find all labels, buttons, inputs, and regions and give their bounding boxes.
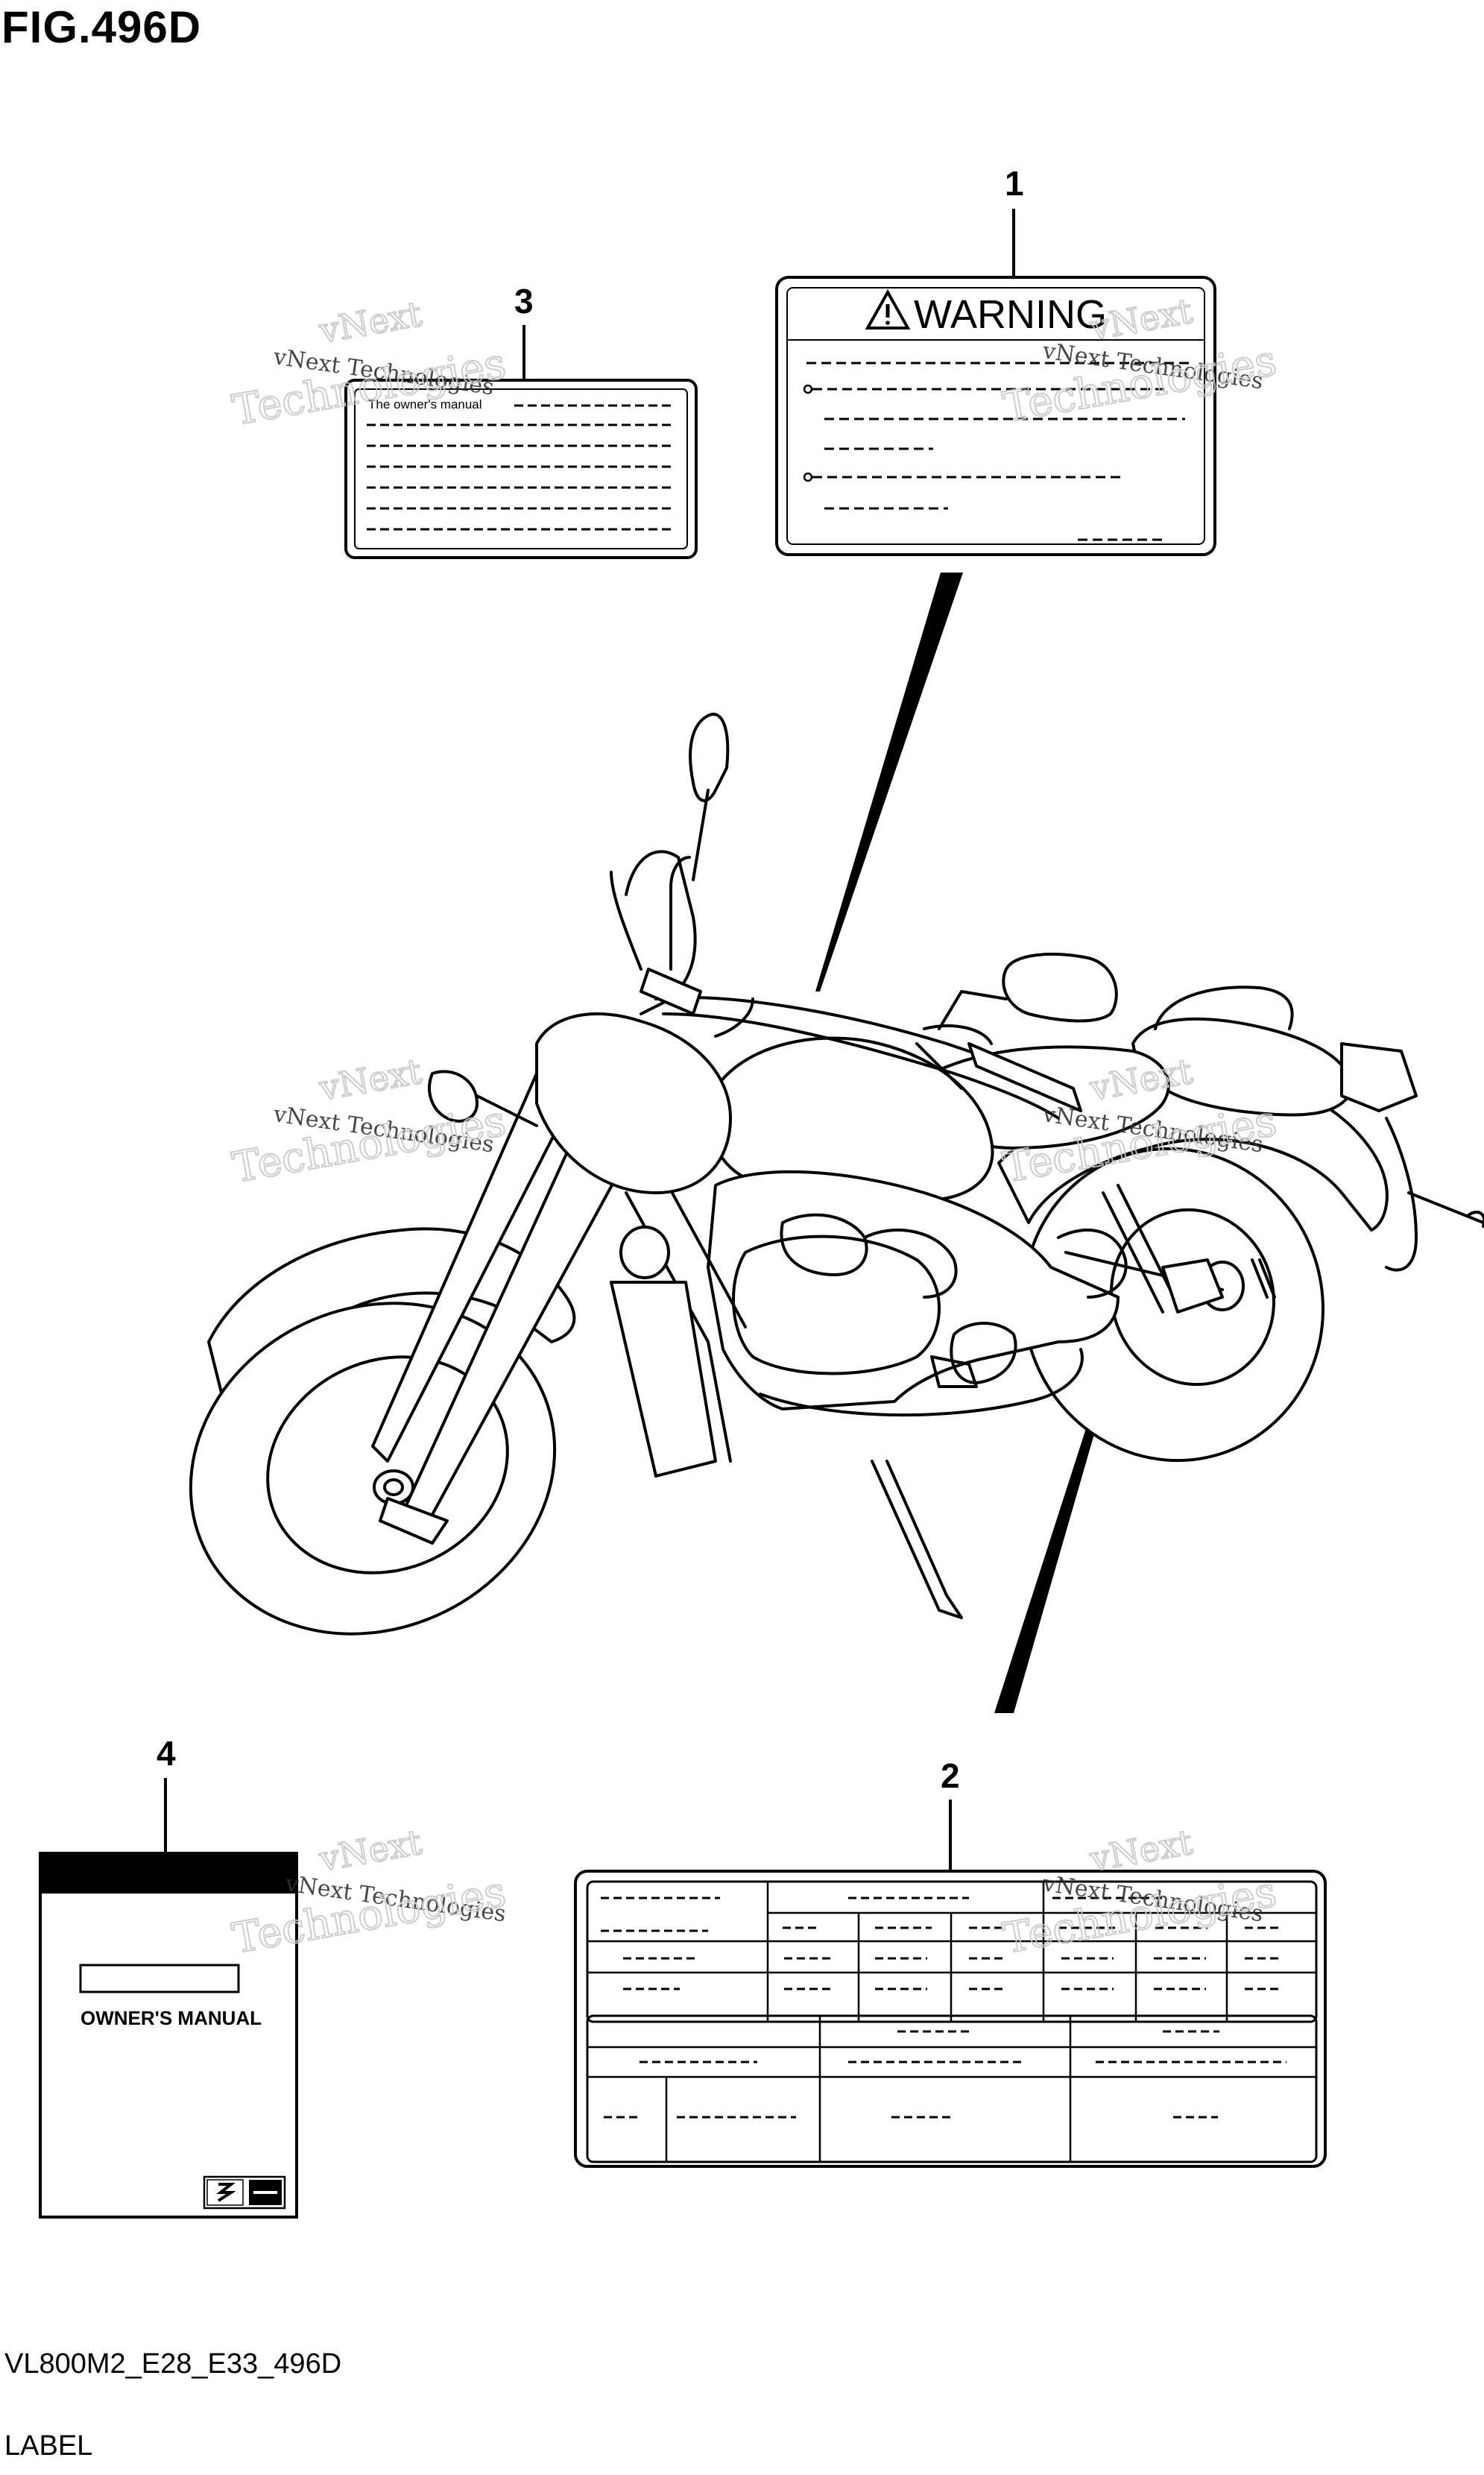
callout-number: 3 [514, 282, 534, 321]
warning-label[interactable]: WARNING [775, 276, 1216, 556]
crankcase-cover [950, 1322, 1017, 1384]
owners-manual-book[interactable]: OWNER'S MANUAL [39, 1852, 298, 2219]
engine-cover [732, 1235, 941, 1375]
information-table-label[interactable] [574, 1870, 1327, 2168]
callout-4[interactable]: 4 [157, 1734, 176, 1853]
brake-pedal [930, 1355, 978, 1388]
svg-text:Technologies: Technologies [229, 1097, 509, 1192]
manual-title-box [79, 1964, 240, 1993]
bullet [803, 384, 813, 394]
warning-text-placeholder [806, 362, 1194, 541]
pointer-label-1 [815, 573, 963, 991]
notice-text: The owner's manual [368, 397, 482, 412]
handlebar-lower [662, 1012, 1060, 1120]
callout-1[interactable]: 1 [1005, 164, 1024, 282]
grip-left [640, 968, 702, 1015]
chain-adjuster [1251, 1258, 1276, 1299]
rear-hub [1110, 1208, 1275, 1387]
cylinder [863, 1229, 958, 1299]
figure-name: LABEL [4, 2430, 93, 2462]
exhaust-pipe [759, 1348, 1084, 1417]
manual-cover-band [40, 1853, 297, 1894]
cable [610, 871, 642, 971]
mirror-stem-right [938, 990, 1008, 1030]
tail-light [1340, 1042, 1418, 1112]
figure-title: FIG.496D [1, 2, 202, 52]
grip-right [967, 1042, 1082, 1112]
kickstand [871, 1460, 963, 1619]
mirror-right [1002, 953, 1118, 1023]
front-rim [266, 1355, 509, 1574]
cylinder-head [780, 1213, 868, 1276]
pointer-label-2 [994, 1357, 1117, 1713]
pillion-pad [1154, 986, 1294, 1030]
table-text-placeholder [601, 1897, 1286, 2119]
bullet [803, 472, 813, 482]
headlight-housing [535, 1012, 732, 1194]
callout-number: 1 [1005, 164, 1024, 203]
motorcycle-illustration [189, 713, 1484, 1636]
warning-heading: WARNING [914, 292, 1107, 337]
turn-signal-stalk [476, 1094, 538, 1127]
callout-number: 4 [157, 1734, 176, 1773]
callout-2[interactable]: 2 [941, 1756, 960, 1871]
rear-turn-signal [1407, 1191, 1484, 1228]
turn-signal-front-left [428, 1070, 479, 1123]
svg-text:vNext: vNext [316, 1051, 426, 1109]
front-axle-nut [383, 1478, 404, 1496]
owners-manual-notice-label[interactable]: The owner's manual [344, 379, 698, 559]
mirror-left [689, 713, 730, 802]
turn-signal-front-right [619, 1226, 670, 1279]
watermark-3: vNext Technologies vNext Technologies [228, 1050, 510, 1194]
side-panel [610, 1281, 717, 1478]
figure-code: VL800M2_E28_E33_496D [4, 2348, 342, 2380]
cable [714, 997, 754, 1038]
brake-lever [915, 1024, 993, 1090]
lower-table [586, 2014, 1318, 2163]
mirror-stem-left [692, 789, 710, 881]
manual-title: OWNER'S MANUAL [80, 2007, 262, 2029]
svg-text:vNext: vNext [316, 294, 426, 351]
cable [669, 856, 691, 971]
air-cleaner [1057, 1229, 1128, 1299]
callout-3[interactable]: 3 [514, 282, 534, 380]
svg-text:vNext: vNext [316, 1822, 426, 1879]
strut [1385, 1117, 1418, 1272]
fork-bottom [379, 1497, 449, 1545]
warning-triangle-icon [865, 289, 911, 330]
rear-caliper [1161, 1258, 1224, 1314]
suzuki-logo-icon [203, 2175, 286, 2210]
callout-number: 2 [941, 1756, 960, 1795]
notice-text-placeholder [367, 404, 672, 531]
